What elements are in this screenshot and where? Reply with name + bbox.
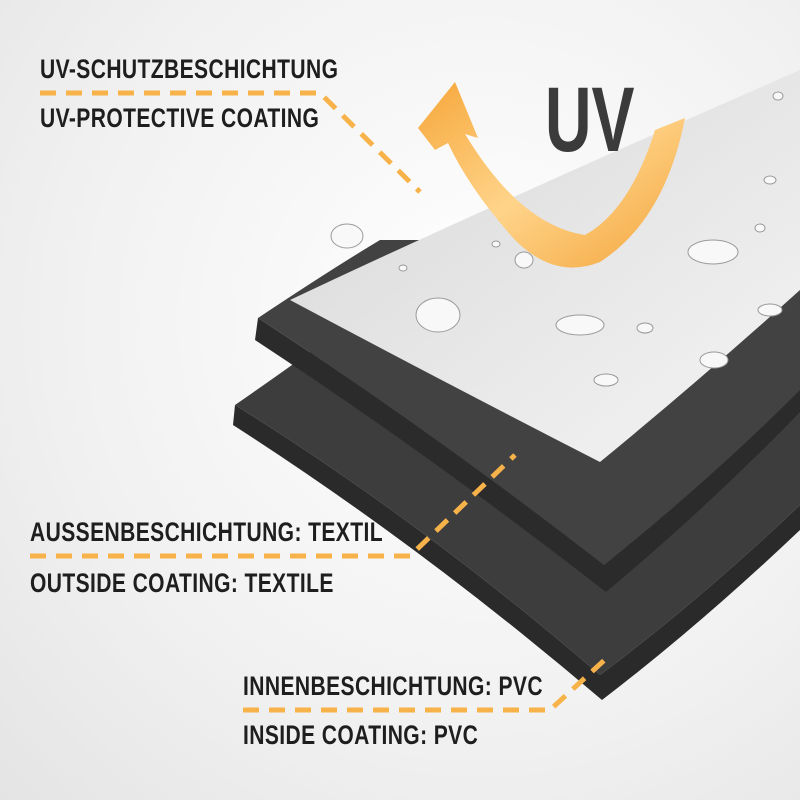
uv-coating-label-en: UV-PROTECTIVE COATING xyxy=(40,103,320,133)
inside-coating-label-en: INSIDE COATING: PVC xyxy=(243,720,479,750)
uv-coating-layer xyxy=(290,70,800,462)
inside-coating-label-de: INNENBESCHICHTUNG: PVC xyxy=(243,671,543,701)
uv-reflection-arrow-icon xyxy=(418,82,685,268)
outside-coating-label-de: AUSSENBESCHICHTUNG: TEXTIL xyxy=(30,517,383,547)
water-droplets xyxy=(330,91,784,387)
outside-coating-label-en: OUTSIDE COATING: TEXTILE xyxy=(30,568,334,598)
uv-symbol: UV xyxy=(545,69,635,171)
leader-lines xyxy=(30,90,612,713)
uv-coating-label-de: UV-SCHUTZBESCHICHTUNG xyxy=(40,54,339,84)
